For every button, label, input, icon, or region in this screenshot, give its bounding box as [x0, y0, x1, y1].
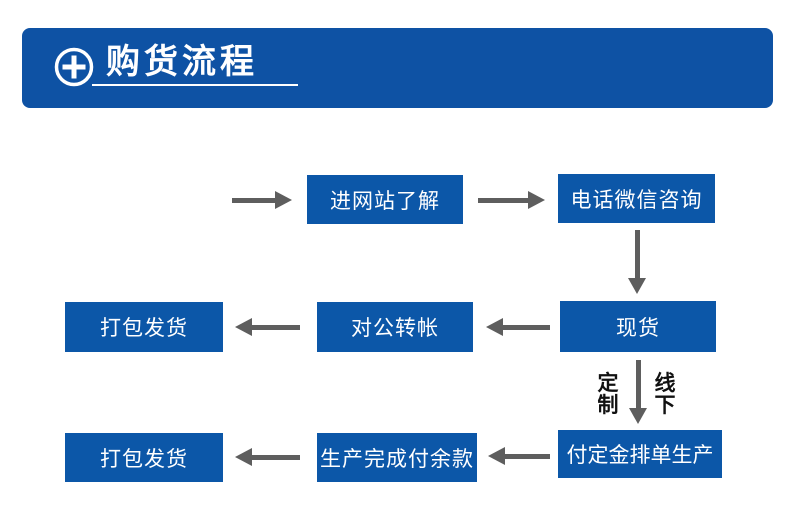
arrow-head-left	[235, 448, 252, 466]
arrow-down-to-deposit	[629, 360, 647, 424]
arrow-left-to-transfer	[486, 318, 550, 336]
arrow-head-down	[629, 408, 647, 424]
arrow-right-to-visit-site	[232, 191, 292, 209]
title-underline	[92, 84, 298, 86]
arrow-head-left	[235, 318, 252, 336]
arrow-shaft	[252, 454, 300, 460]
arrow-left-to-ship-custom	[235, 448, 300, 466]
arrow-head-right	[528, 191, 545, 209]
arrow-head-left	[488, 447, 505, 465]
arrow-down-to-in-stock	[628, 230, 646, 294]
node-ship-custom-label: 打包发货	[100, 447, 188, 471]
branch-label-custom: 定制	[597, 372, 619, 417]
node-visit-site: 进网站了解	[307, 175, 463, 224]
node-deposit-label: 付定金排单生产	[566, 444, 714, 467]
node-deposit: 付定金排单生产	[558, 430, 722, 478]
node-contact: 电话微信咨询	[558, 174, 715, 223]
node-in-stock-label: 现货	[616, 316, 660, 340]
page-title: 购货流程	[106, 43, 258, 81]
arrow-shaft	[635, 360, 641, 408]
branch-label-offline: 线下	[654, 372, 676, 417]
node-balance: 生产完成付余款	[317, 433, 477, 482]
node-balance-label: 生产完成付余款	[320, 447, 474, 471]
arrow-shaft	[252, 324, 300, 330]
arrow-shaft	[232, 197, 275, 203]
arrow-right-to-contact	[478, 191, 545, 209]
node-ship-stock-label: 打包发货	[100, 317, 188, 340]
header-banner: 购货流程	[22, 28, 773, 108]
arrow-left-to-balance	[488, 447, 550, 465]
node-transfer-label: 对公转帐	[351, 317, 439, 340]
arrow-left-to-ship-stock	[235, 318, 300, 336]
node-ship-custom: 打包发货	[65, 433, 223, 482]
arrow-shaft	[634, 230, 640, 278]
arrow-shaft	[503, 324, 550, 330]
node-transfer: 对公转帐	[317, 302, 473, 352]
arrow-shaft	[505, 453, 550, 459]
arrow-head-down	[628, 278, 646, 294]
node-visit-site-label: 进网站了解	[330, 189, 440, 213]
arrow-shaft	[478, 197, 528, 203]
arrow-head-left	[486, 318, 503, 336]
node-contact-label: 电话微信咨询	[570, 188, 703, 212]
arrow-head-right	[275, 191, 292, 209]
plus-circle-icon	[54, 47, 94, 87]
node-ship-stock: 打包发货	[65, 302, 223, 352]
node-in-stock: 现货	[560, 301, 716, 352]
